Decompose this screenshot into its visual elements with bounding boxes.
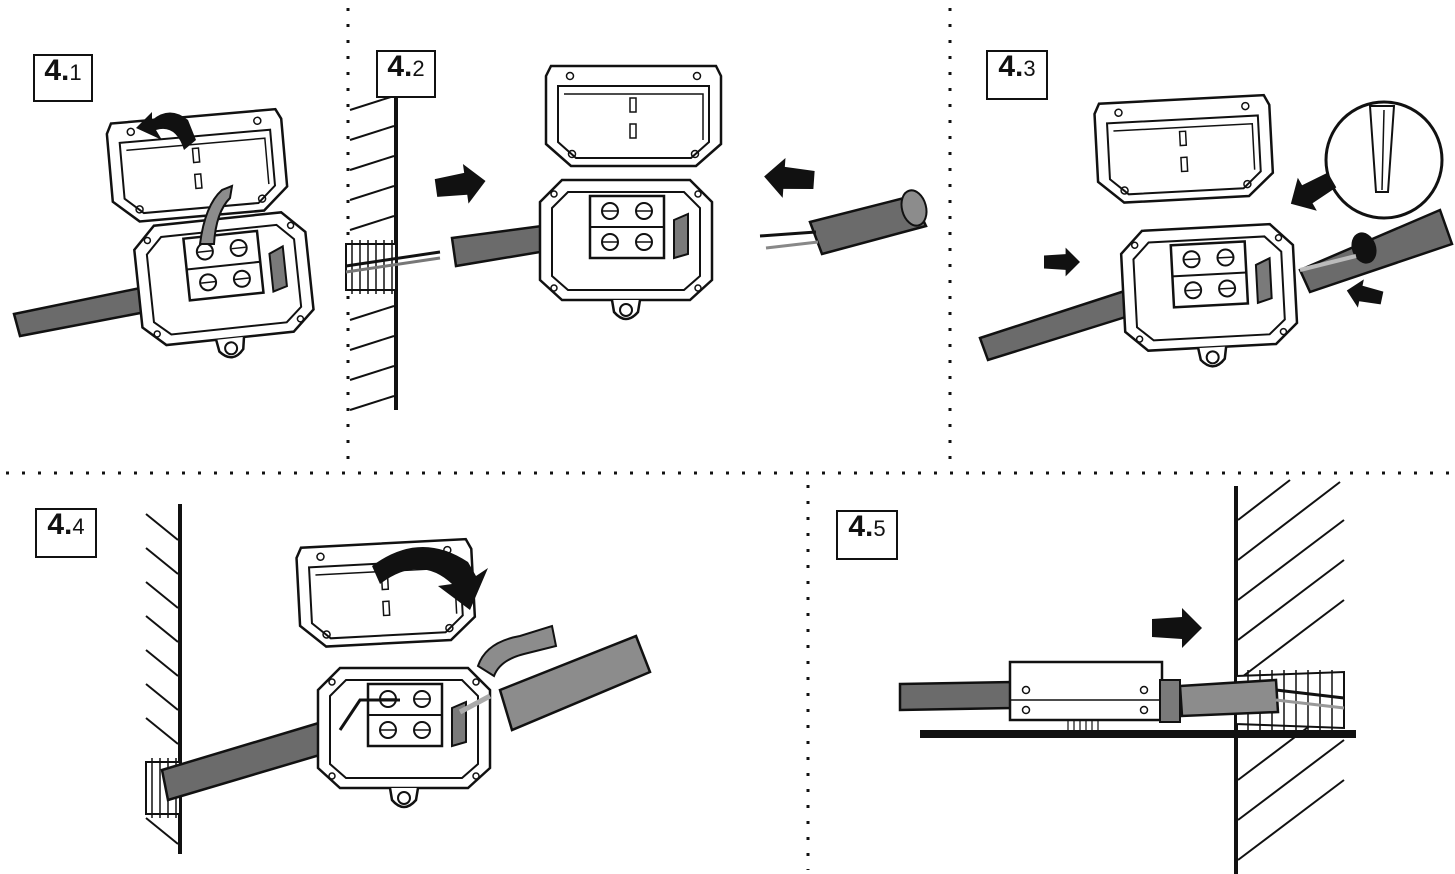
arrow-in-left-icon <box>1044 247 1080 277</box>
step-label-4-2-sub: 2 <box>412 56 425 81</box>
arrow-left-icon <box>762 156 816 200</box>
push-arrow-icon <box>1152 608 1202 648</box>
lift-arrow-icon <box>136 112 196 150</box>
step-label-4-2-main: 4. <box>387 50 413 83</box>
step-label-4-1: 4.1 <box>33 54 93 102</box>
panel-4-1 <box>12 107 319 368</box>
step-label-4-3-main: 4. <box>998 50 1024 83</box>
panel-4-2 <box>345 64 928 411</box>
step-label-4-1-main: 4. <box>44 54 70 87</box>
step-label-4-3: 4.3 <box>986 50 1048 100</box>
arrow-in-right-icon <box>1343 276 1385 313</box>
panel-4-4 <box>145 504 652 854</box>
step-label-4-1-sub: 1 <box>69 60 82 85</box>
panel-4-5 <box>898 479 1356 874</box>
step-label-4-4-sub: 4 <box>72 514 85 539</box>
step-label-4-4-main: 4. <box>47 508 73 541</box>
panel-4-3 <box>978 93 1454 373</box>
step-label-4-2: 4.2 <box>376 50 436 98</box>
step-label-4-5-main: 4. <box>848 510 874 543</box>
close-lid-arrow-icon <box>372 546 488 610</box>
step-label-4-5-sub: 5 <box>873 516 886 541</box>
step-label-4-3-sub: 3 <box>1023 56 1036 81</box>
panel-separators <box>6 8 1450 870</box>
step-label-4-4: 4.4 <box>35 508 97 558</box>
arrow-right-icon <box>433 161 489 208</box>
step-label-4-5: 4.5 <box>836 510 898 560</box>
